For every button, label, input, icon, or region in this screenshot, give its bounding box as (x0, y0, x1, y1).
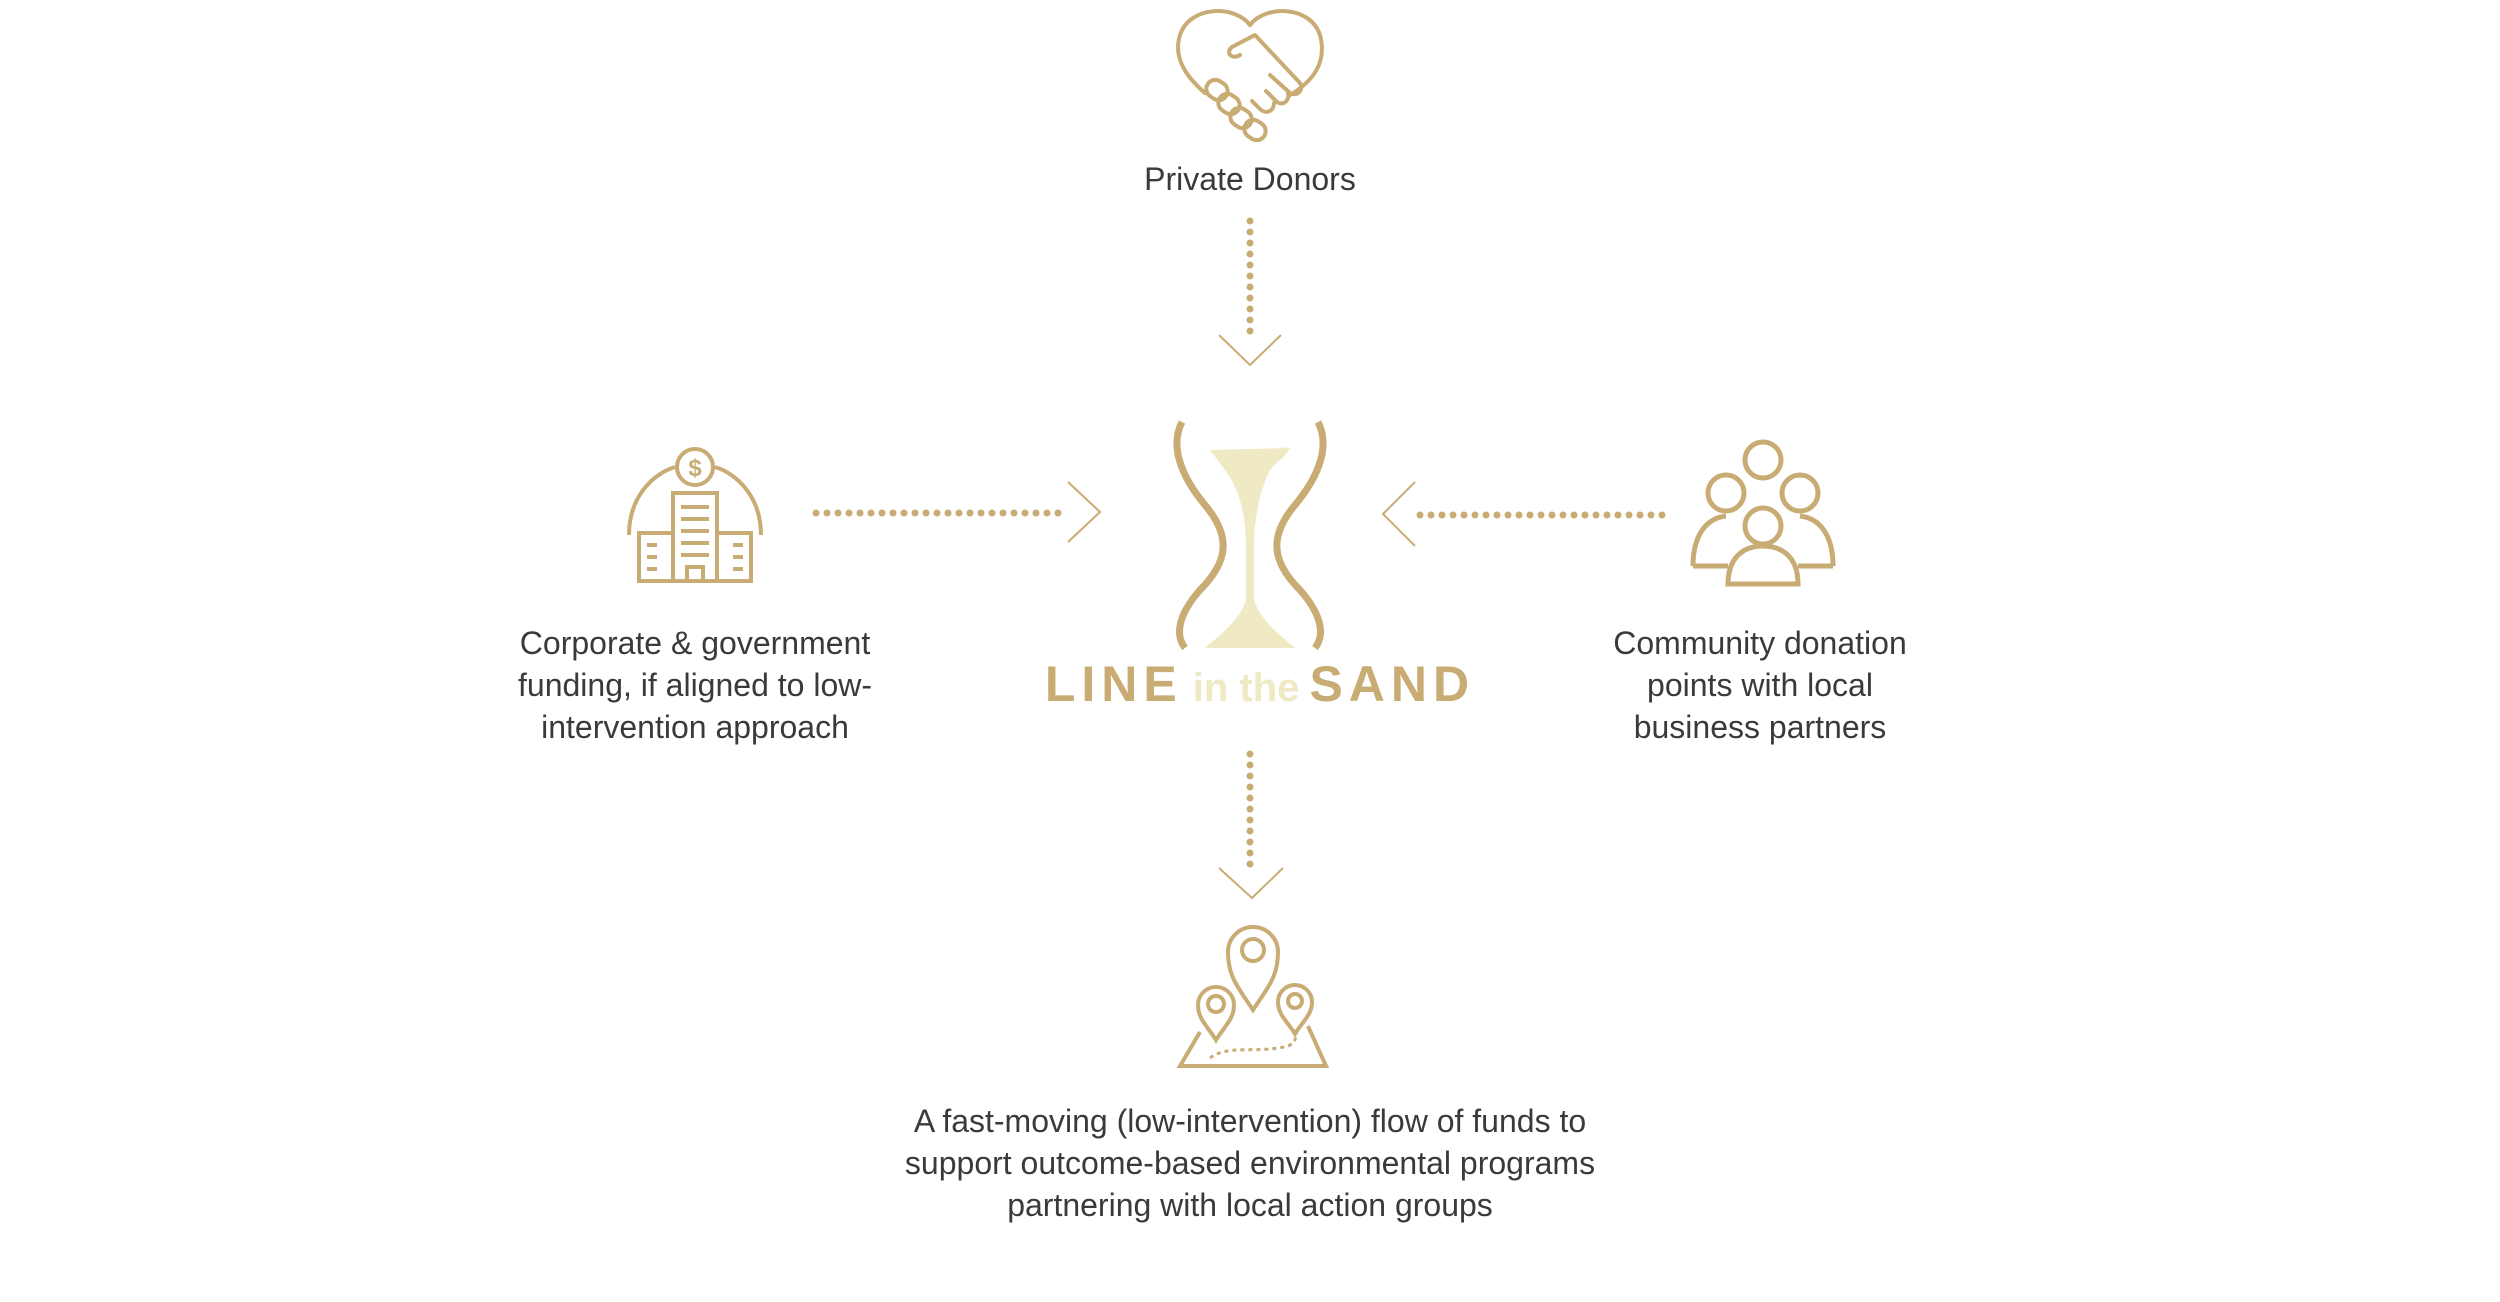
community-line-1: Community donation (1613, 625, 1907, 661)
community-donation-label: Community donation points with local bus… (1535, 622, 1985, 748)
funds-line-2: support outcome-based environmental prog… (904, 1145, 1596, 1181)
people-group-icon (1690, 439, 1836, 587)
arrow-down-top (1218, 217, 1282, 367)
funds-line-3: partnering with local action groups (1007, 1187, 1493, 1223)
corporate-line-1: Corporate & government (519, 625, 871, 661)
corporate-line-3: intervention approach (541, 709, 849, 745)
funds-line-1: A fast-moving (low-intervention) flow of… (913, 1103, 1587, 1139)
arrow-right-left (812, 481, 1102, 543)
community-line-3: business partners (1633, 709, 1887, 745)
map-pins-icon (1176, 925, 1330, 1068)
logo-word-sand: SAND (1309, 656, 1476, 712)
community-line-2: points with local (1647, 667, 1873, 703)
building-dollar-icon: $ (627, 447, 763, 583)
svg-text:$: $ (688, 455, 702, 482)
private-donors-label: Private Donors (1144, 161, 1356, 197)
logo-word-inthe: in the (1192, 666, 1300, 710)
hourglass-icon (1173, 420, 1327, 651)
logo-word-line: LINE (1044, 656, 1183, 712)
corporate-funding-label: Corporate & government funding, if align… (460, 622, 930, 748)
arrow-down-bottom (1218, 750, 1284, 900)
corporate-line-2: funding, if aligned to low- (518, 667, 872, 703)
handshake-heart-icon (1176, 9, 1324, 143)
funds-flow-label: A fast-moving (low-intervention) flow of… (850, 1100, 1650, 1226)
arrow-left-right (1381, 481, 1669, 547)
